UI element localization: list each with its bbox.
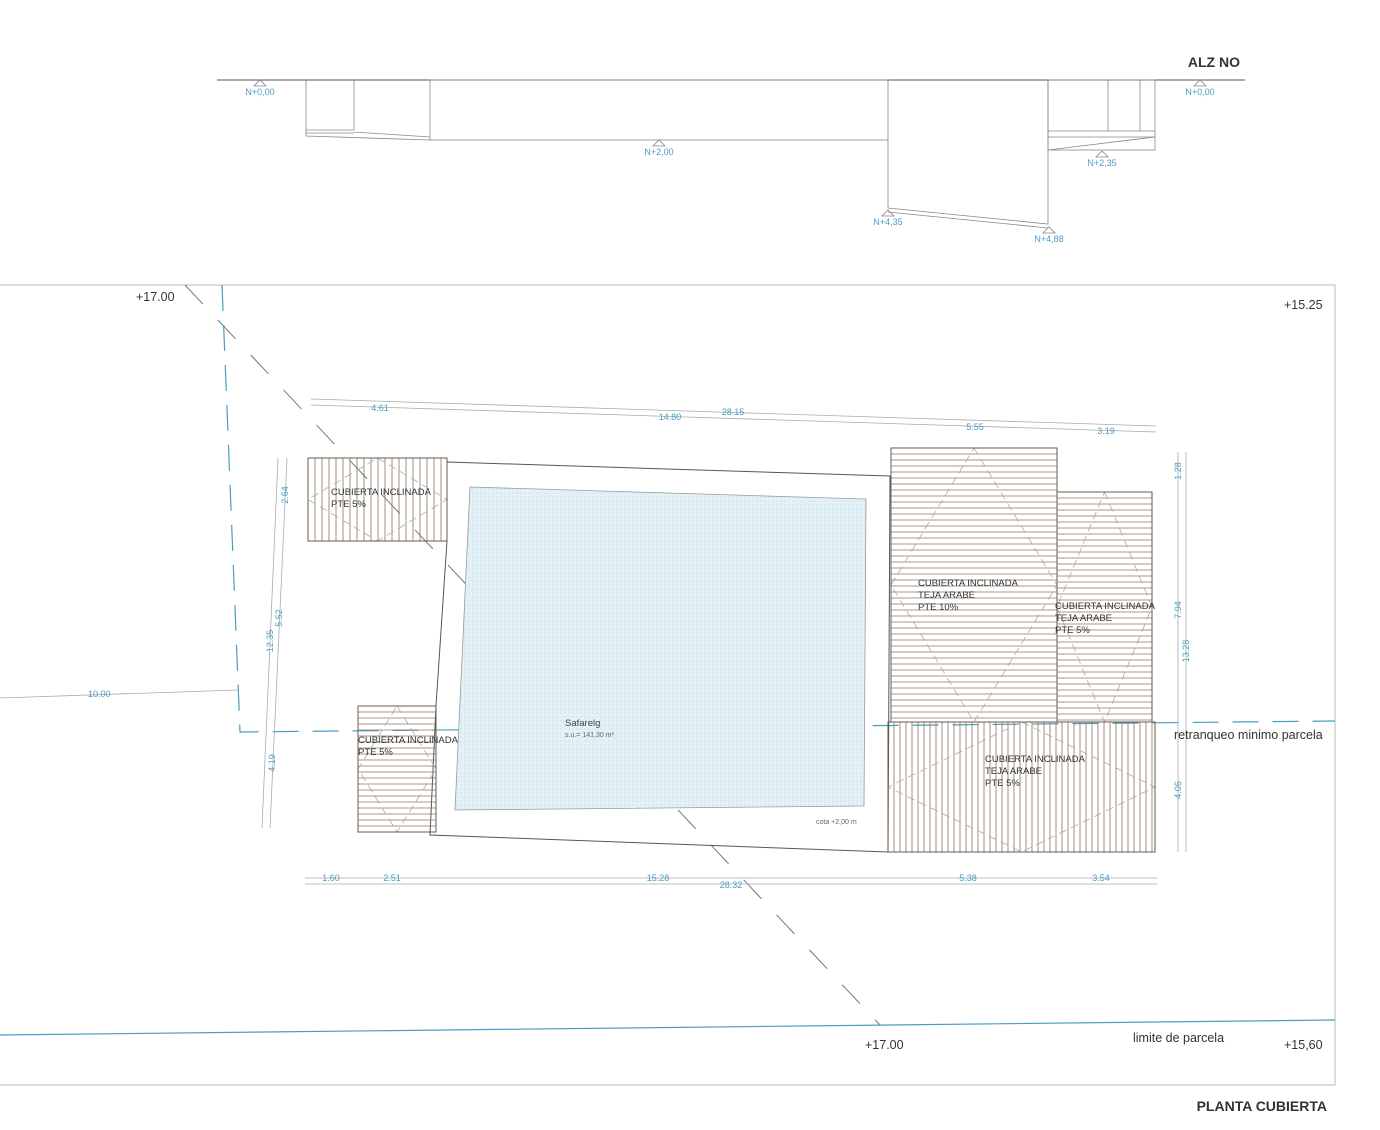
pool (454, 486, 867, 811)
spot-elevation: +15.25 (1284, 298, 1323, 312)
dimension-label: 4.19 (267, 754, 277, 772)
roof-section (307, 457, 448, 542)
roof-label: TEJA ARABE (1055, 613, 1112, 624)
spot-elevation: +17.00 (136, 290, 175, 304)
roof-ridge-lines (357, 705, 437, 833)
elevation-volume-house (887, 80, 1049, 225)
roof-label: PTE 5% (331, 499, 366, 510)
dimension-label: 1.60 (322, 873, 340, 883)
setback-line (221, 284, 1336, 733)
level-marker-icon (652, 139, 666, 147)
level-label: N+4,88 (1034, 234, 1063, 244)
roof-label: PTE 10% (918, 602, 959, 613)
dimension-label: 3.19 (1097, 426, 1115, 436)
pool-name: Safarelg (565, 718, 600, 729)
roof-label: TEJA ARABE (918, 590, 975, 601)
level-label: N+4,35 (873, 217, 902, 227)
level-marker-icon (1042, 226, 1056, 234)
roof-section (887, 721, 1156, 853)
dimension-label: 3.54 (1092, 873, 1110, 883)
setback-dimension: 10.00 (88, 689, 111, 699)
elevation-volume-right (1047, 79, 1156, 151)
spot-elevation: +15,60 (1284, 1038, 1323, 1052)
level-label: N+2,00 (644, 147, 673, 157)
roof-label: CUBIERTA INCLINADA (1055, 601, 1156, 612)
roof-ridge-lines (890, 447, 1058, 723)
roof-label: CUBIERTA INCLINADA (358, 735, 459, 746)
roof-section (890, 447, 1058, 723)
dimension-label: 4.06 (1173, 781, 1183, 799)
roof-section (357, 705, 437, 833)
roof-label: PTE 5% (985, 778, 1020, 789)
level-marker-icon (881, 209, 895, 217)
spot-elevation: +17.00 (865, 1038, 904, 1052)
dimension-label: 5.55 (966, 422, 984, 432)
plot-limit-line (0, 1019, 1336, 1036)
level-label: N+2,35 (1087, 158, 1116, 168)
level-label: N+0,00 (1185, 87, 1214, 97)
roof-label: CUBIERTA INCLINADA (985, 754, 1086, 765)
roof-label: PTE 5% (1055, 625, 1090, 636)
pool-area: s.u.= 141,30 m² (565, 732, 615, 739)
dimension-label: 14.80 (659, 412, 682, 422)
elevation-volume-left (305, 80, 431, 141)
dimension-label: 7.94 (1173, 601, 1183, 619)
roof-label: PTE 5% (358, 747, 393, 758)
plan-title: PLANTA CUBIERTA (1197, 1098, 1327, 1114)
plot-diagonal (184, 284, 881, 1026)
roof-ridge-lines (887, 721, 1156, 853)
level-label: N+0,00 (245, 87, 274, 97)
dimension-label: 12.35 (265, 630, 275, 653)
dimension-label: 28.32 (720, 880, 743, 890)
dimension-line-left (261, 457, 279, 829)
dimension-label: 15.28 (647, 873, 670, 883)
elevation-title: ALZ NO (1188, 54, 1240, 70)
level-note: cota +2,00 m (816, 819, 857, 826)
roof-label: CUBIERTA INCLINADA (331, 487, 432, 498)
dimension-label: 2.64 (280, 486, 290, 504)
roof-label: CUBIERTA INCLINADA (918, 578, 1019, 589)
dimension-label: 5.52 (274, 609, 284, 627)
plot-limit-label: limite de parcela (1133, 1031, 1224, 1045)
dimension-line-top (310, 398, 1157, 427)
elevation-volume-pool (429, 79, 889, 141)
roof-label: TEJA ARABE (985, 766, 1042, 777)
dimension-label: 13.28 (1181, 640, 1191, 663)
setback-label: retranqueo minimo parcela (1174, 728, 1323, 742)
dimension-label: 4.61 (371, 403, 389, 413)
level-marker-icon (1095, 150, 1109, 158)
dimension-label: 1.28 (1173, 462, 1183, 480)
level-marker-icon (253, 79, 267, 87)
dimension-label: 28.15 (722, 407, 745, 417)
elevation-view: ALZ NO N+0,00 N+2,00 N+2,35 N+4,35 N+4,8… (217, 54, 1245, 244)
level-marker-icon (1193, 79, 1207, 87)
dimension-label: 2.51 (383, 873, 401, 883)
dimension-label: 5.38 (959, 873, 977, 883)
sheet-frame (0, 284, 1336, 1086)
plan-view: 10.00 Safarelg s.u.= 141,30 m² cota +2,0… (0, 284, 1336, 1114)
